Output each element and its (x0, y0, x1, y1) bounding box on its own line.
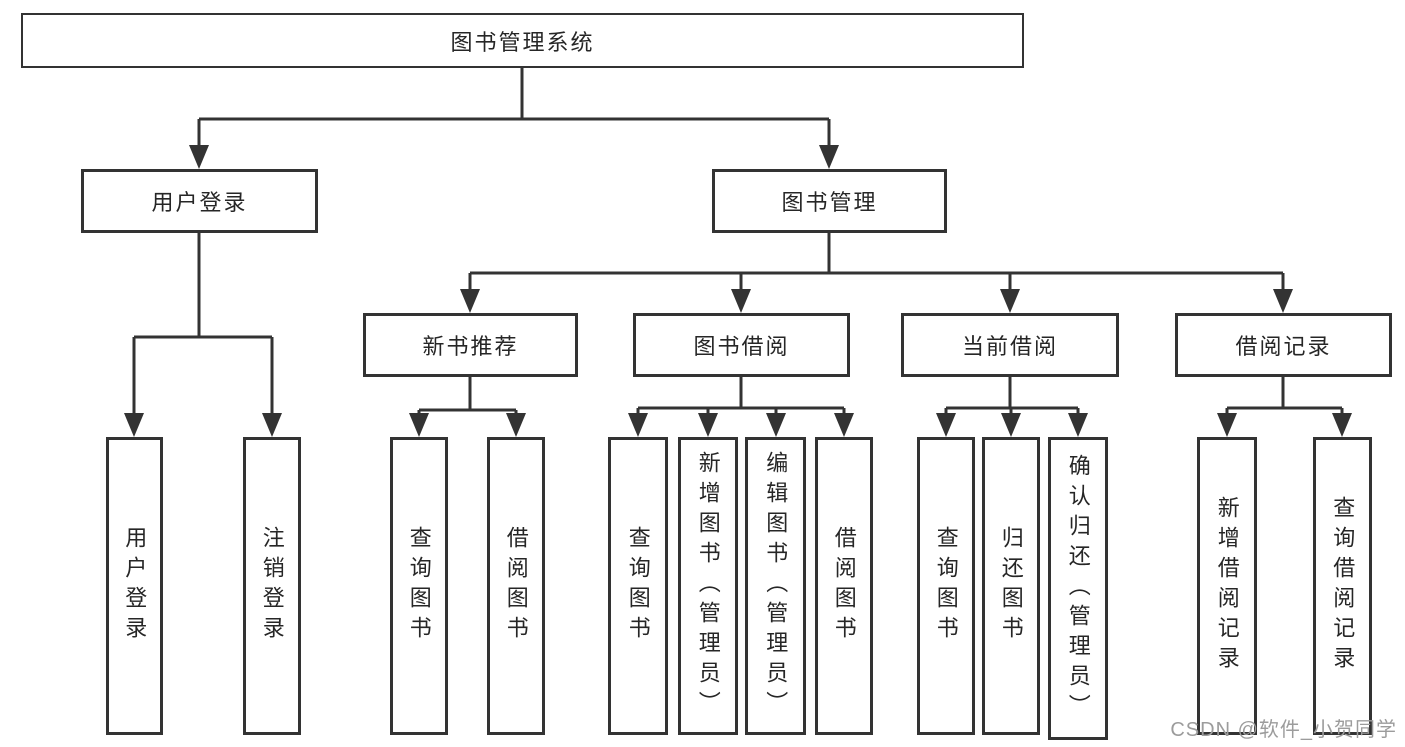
leaf-label: 归还图书 (998, 526, 1024, 646)
leaf-label: 查询图书 (406, 526, 432, 646)
leaf-label: 用户登录 (122, 526, 148, 646)
node-label: 图书管理 (781, 190, 878, 215)
leaf-label: 注销登录 (259, 526, 285, 646)
node-library-management-system: 图书管理系统 (21, 13, 1024, 68)
node-borrowing-records: 借阅记录 (1175, 313, 1392, 377)
csdn-watermark: CSDN @软件_小贺同学 (1170, 719, 1397, 741)
node-user-login: 用户登录 (81, 169, 318, 233)
leaf-add-borrow-record: 新增借阅记录 (1197, 437, 1257, 735)
node-label: 图书借阅 (693, 334, 790, 359)
leaf-label: 借阅图书 (503, 526, 529, 646)
leaf-confirm-return-admin: 确认归还（管理员） (1048, 437, 1108, 740)
leaf-query-books-recommend: 查询图书 (390, 437, 448, 735)
node-current-borrowing: 当前借阅 (901, 313, 1119, 377)
leaf-label: 借阅图书 (831, 526, 857, 646)
leaf-label: 确认归还（管理员） (1065, 453, 1091, 724)
node-label: 借阅记录 (1235, 334, 1332, 359)
leaf-logout: 注销登录 (243, 437, 301, 735)
node-label: 当前借阅 (961, 334, 1058, 359)
leaf-query-books-borrow: 查询图书 (608, 437, 668, 735)
node-label: 新书推荐 (422, 334, 519, 359)
node-book-borrowing: 图书借阅 (633, 313, 850, 377)
node-new-book-recommendation: 新书推荐 (363, 313, 578, 377)
leaf-label: 查询图书 (933, 526, 959, 646)
leaf-label: 查询借阅记录 (1330, 496, 1356, 676)
leaf-return-books: 归还图书 (982, 437, 1040, 735)
leaf-query-books-current: 查询图书 (917, 437, 975, 735)
leaf-edit-books-admin: 编辑图书（管理员） (745, 437, 806, 735)
node-book-management: 图书管理 (712, 169, 947, 233)
node-label: 图书管理系统 (450, 29, 595, 55)
leaf-borrow-books: 借阅图书 (815, 437, 873, 735)
leaf-label: 新增图书（管理员） (695, 451, 721, 721)
leaf-label: 编辑图书（管理员） (763, 451, 789, 721)
leaf-borrow-books-recommend: 借阅图书 (487, 437, 545, 735)
leaf-label: 查询图书 (625, 526, 651, 646)
node-label: 用户登录 (151, 190, 248, 215)
leaf-label: 新增借阅记录 (1214, 496, 1240, 676)
leaf-query-borrow-record: 查询借阅记录 (1313, 437, 1372, 735)
leaf-user-login: 用户登录 (106, 437, 163, 735)
leaf-add-books-admin: 新增图书（管理员） (678, 437, 738, 735)
